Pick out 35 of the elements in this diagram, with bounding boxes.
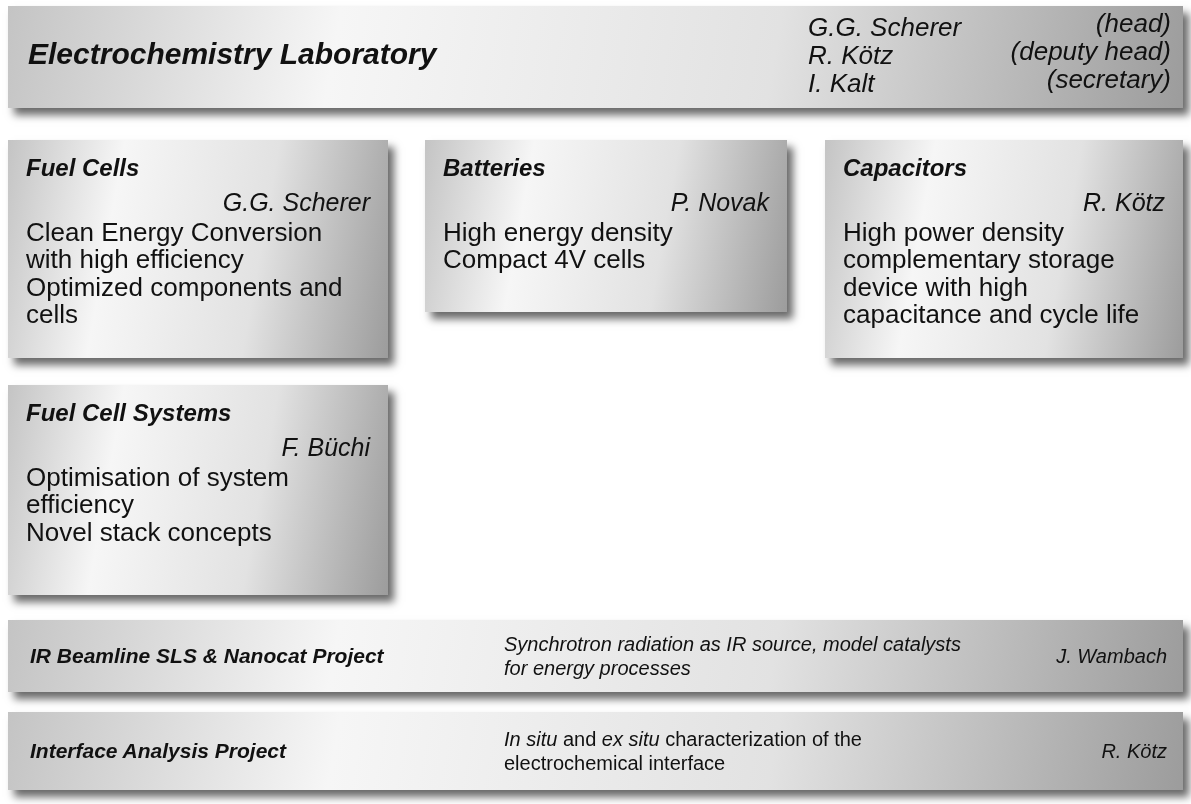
project-band bbox=[8, 620, 1183, 692]
research-group-box bbox=[8, 140, 388, 358]
description-text: High power density complementary storage device with high capacitance and cycle life bbox=[843, 219, 1141, 329]
description-text: In situ and ex situ characterization of the electrochemical interface bbox=[504, 727, 863, 775]
description-text: Novel stack concepts bbox=[26, 518, 273, 546]
description-text: Synchrotron radiation as IR source, model catalysts for energy processes bbox=[504, 632, 962, 680]
person-name: R. Kötz bbox=[808, 42, 894, 70]
person-name: P. Novak bbox=[669, 188, 769, 217]
description-text: Optimized components and cells bbox=[26, 273, 344, 329]
role-label: (deputy head) bbox=[1010, 38, 1171, 66]
heading: Interface Analysis Project bbox=[30, 740, 286, 762]
heading: Electrochemistry Laboratory bbox=[28, 38, 437, 70]
description-text: High energy density bbox=[443, 219, 674, 247]
person-name: R. Kötz bbox=[1082, 188, 1165, 217]
person-name: G.G. Scherer bbox=[808, 14, 962, 42]
role-label: (secretary) bbox=[1046, 66, 1171, 94]
person-name: R. Kötz bbox=[1101, 740, 1167, 762]
research-group-box bbox=[825, 140, 1183, 358]
heading: IR Beamline SLS & Nanocat Project bbox=[30, 645, 384, 667]
person-name: G.G. Scherer bbox=[221, 188, 370, 217]
project-band bbox=[8, 712, 1183, 790]
description-text: Optimisation of system efficiency bbox=[26, 464, 290, 519]
heading: Fuel Cells bbox=[26, 154, 141, 182]
lab-header-band bbox=[8, 6, 1183, 108]
description-text: Clean Energy Conversion with high efficiency bbox=[26, 219, 324, 274]
research-group-box bbox=[425, 140, 787, 312]
person-name: I. Kalt bbox=[808, 70, 875, 98]
heading: Batteries bbox=[443, 154, 547, 182]
person-name: J. Wambach bbox=[1056, 645, 1167, 667]
person-name: F. Büchi bbox=[280, 433, 370, 462]
description-text: Compact 4V cells bbox=[443, 246, 646, 274]
heading: Capacitors bbox=[843, 154, 969, 182]
heading: Fuel Cell Systems bbox=[26, 399, 233, 427]
research-group-box bbox=[8, 385, 388, 595]
role-label: (head) bbox=[1095, 10, 1171, 38]
